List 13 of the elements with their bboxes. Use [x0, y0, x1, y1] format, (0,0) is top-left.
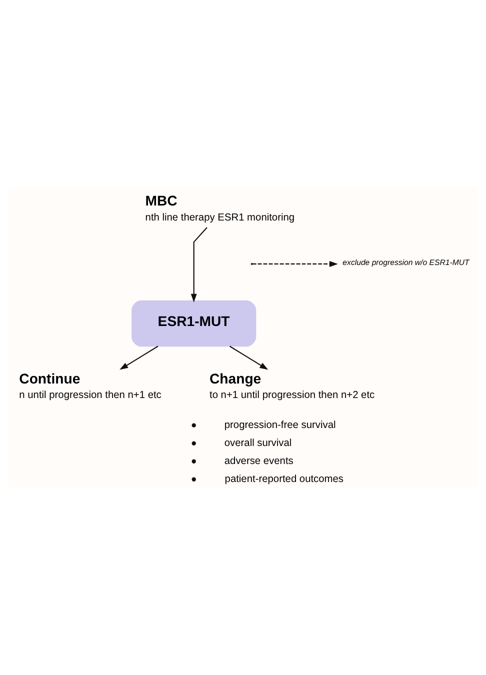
- node-text: MBC nth line therapy ESR1 monitoring: [145, 192, 295, 223]
- node-text: exclude progression w/o ESR1-MUT: [342, 258, 470, 267]
- label: overall survival: [224, 438, 292, 449]
- arrow: [190, 226, 208, 302]
- arrow: [252, 260, 338, 266]
- node-text: Change to n+1 until progression then n+2 etc: [210, 370, 375, 401]
- node-box: ESR1-MUT: [132, 300, 256, 346]
- label: progression-free survival: [224, 420, 336, 430]
- arrow: [229, 345, 268, 370]
- label: adverse events: [224, 456, 294, 467]
- arrow: [120, 345, 158, 370]
- label: patient-reported outcomes: [224, 474, 344, 485]
- node-text: Continue n until progression then n+1 etc: [19, 370, 162, 401]
